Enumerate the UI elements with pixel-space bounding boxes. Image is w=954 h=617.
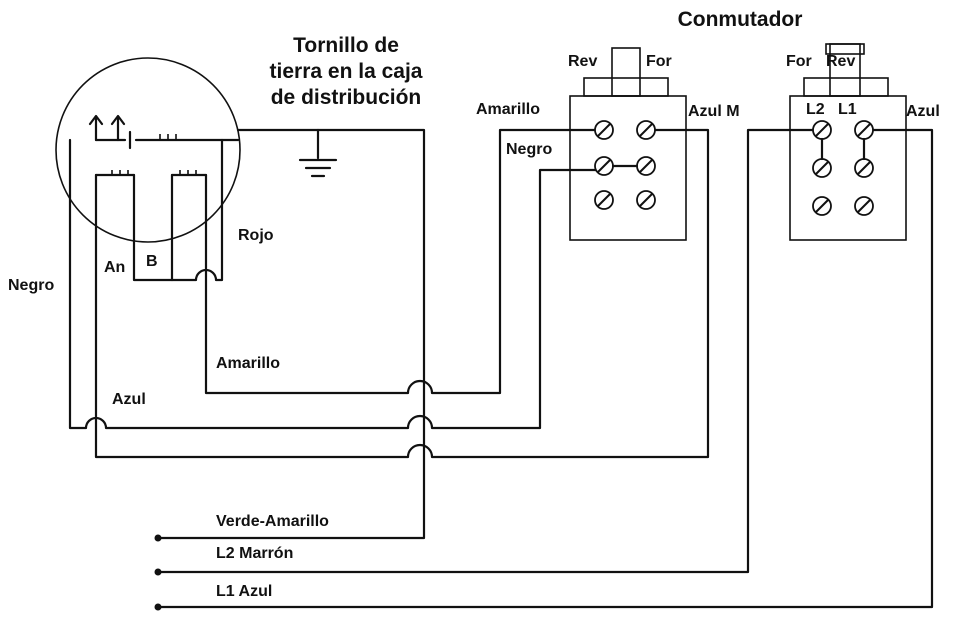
motor-circle [55, 57, 241, 243]
label-azul-m: Azul M [688, 103, 740, 120]
label-amarillo-motor: Amarillo [216, 355, 280, 372]
motor-internal-windings [88, 114, 240, 177]
terminal-dot-l1 [154, 603, 162, 611]
switch-block-left [569, 47, 687, 241]
label-rev-right: Rev [826, 53, 855, 70]
label-rojo: Rojo [238, 227, 274, 244]
ground-wiring [158, 128, 426, 540]
label-l1-azul: L1 Azul [216, 583, 272, 600]
motor-leads [68, 128, 710, 459]
label-negro-switch: Negro [506, 141, 552, 158]
label-amarillo-switch: Amarillo [476, 101, 540, 118]
label-azul-motor: Azul [112, 391, 146, 408]
label-verde-amarillo: Verde-Amarillo [216, 513, 329, 530]
label-l2: L2 [806, 101, 825, 118]
switch-title: Conmutador [678, 8, 803, 31]
ground-title-line2: tierra en la caja [270, 60, 423, 83]
terminal-dot-ground [154, 534, 162, 542]
terminal-dot-l2 [154, 568, 162, 576]
label-negro-left: Negro [8, 277, 54, 294]
ground-title-line3: de distribución [271, 86, 422, 109]
ground-title-line1: Tornillo de [293, 34, 399, 57]
label-l1: L1 [838, 101, 857, 118]
label-l2-marron: L2 Marrón [216, 545, 293, 562]
label-an: An [104, 259, 125, 276]
label-for-right: For [786, 53, 812, 70]
label-for-left: For [646, 53, 672, 70]
label-rev-left: Rev [568, 53, 597, 70]
label-azul-switch: Azul [906, 103, 940, 120]
switch-block-right [789, 43, 907, 241]
label-b: B [146, 253, 158, 270]
supply-lines [154, 128, 934, 611]
